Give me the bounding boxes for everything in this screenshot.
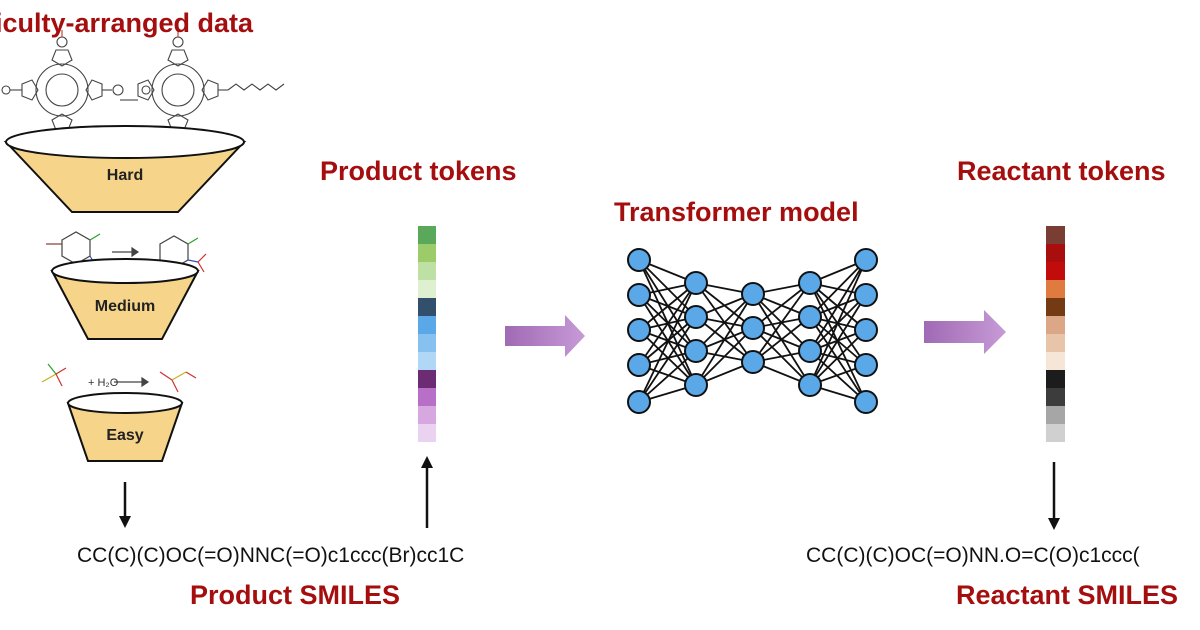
network-edge-17 bbox=[638, 282, 697, 403]
reactant-token-12 bbox=[1046, 424, 1065, 442]
reactant-token-column bbox=[1046, 226, 1065, 442]
product-smiles-string: CC(C)(C)OC(=O)NNC(=O)c1ccc(Br)cc1C bbox=[77, 544, 465, 567]
network-node-l2-n3 bbox=[684, 339, 708, 363]
arrow-to-reactant-tokens bbox=[924, 310, 1006, 354]
network-edge-19 bbox=[638, 350, 697, 403]
arrow-down-to-product-smiles bbox=[119, 482, 131, 528]
transformer-model-title: Transformer model bbox=[614, 197, 859, 227]
network-node-l1-n3 bbox=[627, 318, 651, 342]
network-node-l2-n1 bbox=[684, 271, 708, 295]
reactant-smiles-string: CC(C)(C)OC(=O)NN.O=C(O)c1ccc( bbox=[806, 544, 1140, 567]
product-token-11 bbox=[418, 406, 436, 424]
reactant-token-8 bbox=[1046, 352, 1065, 370]
reactant-token-6 bbox=[1046, 316, 1065, 334]
product-token-10 bbox=[418, 388, 436, 406]
network-node-l4-n3 bbox=[798, 339, 822, 363]
network-node-l5-n3 bbox=[854, 318, 878, 342]
network-edge-18 bbox=[638, 316, 697, 403]
network-edge-55 bbox=[809, 259, 867, 352]
network-node-l2-n4 bbox=[684, 373, 708, 397]
arrow-down-to-reactant-smiles bbox=[1048, 462, 1060, 530]
reactant-token-3 bbox=[1046, 262, 1065, 280]
product-token-6 bbox=[418, 316, 436, 334]
network-edge-50 bbox=[809, 259, 867, 318]
product-token-7 bbox=[418, 334, 436, 352]
product-tokens-title: Product tokens bbox=[320, 156, 517, 186]
network-node-l1-n5 bbox=[627, 390, 651, 414]
network-node-l3-n1 bbox=[741, 282, 765, 306]
network-edge-60 bbox=[809, 259, 867, 386]
network-edge-9 bbox=[638, 282, 697, 331]
product-token-12 bbox=[418, 424, 436, 442]
network-node-l3-n2 bbox=[741, 316, 765, 340]
funnel-label-medium: Medium bbox=[94, 298, 156, 315]
network-edge-37 bbox=[752, 282, 811, 329]
difficulty-arranged-data-title: ficulty-arranged data bbox=[0, 8, 254, 38]
reactant-token-4 bbox=[1046, 280, 1065, 298]
funnel-hard bbox=[3, 125, 247, 213]
arrow-to-transformer bbox=[505, 315, 585, 357]
network-edge-62 bbox=[809, 329, 867, 386]
network-edge-59 bbox=[809, 350, 867, 403]
reactant-token-1 bbox=[1046, 226, 1065, 244]
product-token-4 bbox=[418, 280, 436, 298]
reactant-token-5 bbox=[1046, 298, 1065, 316]
network-edge-31 bbox=[695, 327, 754, 386]
reactant-token-10 bbox=[1046, 388, 1065, 406]
product-token-8 bbox=[418, 352, 436, 370]
network-edge-13 bbox=[638, 282, 697, 366]
product-token-9 bbox=[418, 370, 436, 388]
reactant-token-9 bbox=[1046, 370, 1065, 388]
reactant-token-7 bbox=[1046, 334, 1065, 352]
product-token-2 bbox=[418, 244, 436, 262]
reactant-tokens-title: Reactant tokens bbox=[957, 156, 1166, 186]
network-edge-41 bbox=[752, 282, 811, 363]
network-node-l3-n3 bbox=[741, 350, 765, 374]
network-edge-30 bbox=[695, 293, 754, 386]
funnel-medium bbox=[50, 258, 200, 340]
arrow-up-to-product-tokens bbox=[421, 456, 433, 528]
network-node-l1-n1 bbox=[627, 248, 651, 272]
network-node-l5-n2 bbox=[854, 283, 878, 307]
product-smiles-title: Product SMILES bbox=[190, 580, 401, 610]
reactant-token-11 bbox=[1046, 406, 1065, 424]
network-node-l4-n4 bbox=[798, 373, 822, 397]
funnel-easy bbox=[66, 392, 184, 462]
product-token-5 bbox=[418, 298, 436, 316]
network-node-l5-n1 bbox=[854, 248, 878, 272]
water-reagent-label: + H₂O bbox=[88, 377, 119, 389]
product-token-3 bbox=[418, 262, 436, 280]
funnel-label-easy: Easy bbox=[106, 427, 144, 444]
easy-molecule-drawing bbox=[41, 363, 197, 393]
hard-molecule-drawing bbox=[1, 30, 285, 146]
network-edge-49 bbox=[809, 282, 867, 403]
network-node-l5-n4 bbox=[854, 353, 878, 377]
network-edge-61 bbox=[809, 294, 867, 386]
network-node-l5-n5 bbox=[854, 390, 878, 414]
reactant-token-2 bbox=[1046, 244, 1065, 262]
funnel-label-hard: Hard bbox=[106, 167, 144, 184]
network-node-l1-n2 bbox=[627, 283, 651, 307]
network-edge-27 bbox=[695, 293, 754, 352]
network-edge-42 bbox=[752, 316, 811, 363]
product-token-column bbox=[418, 226, 436, 442]
product-token-1 bbox=[418, 226, 436, 244]
network-nodes bbox=[627, 248, 878, 414]
reactant-smiles-title: Reactant SMILES bbox=[956, 580, 1179, 610]
network-node-l4-n2 bbox=[798, 305, 822, 329]
network-node-l2-n2 bbox=[684, 305, 708, 329]
network-node-l4-n1 bbox=[798, 271, 822, 295]
network-node-l1-n4 bbox=[627, 353, 651, 377]
network-edge-54 bbox=[809, 316, 867, 403]
